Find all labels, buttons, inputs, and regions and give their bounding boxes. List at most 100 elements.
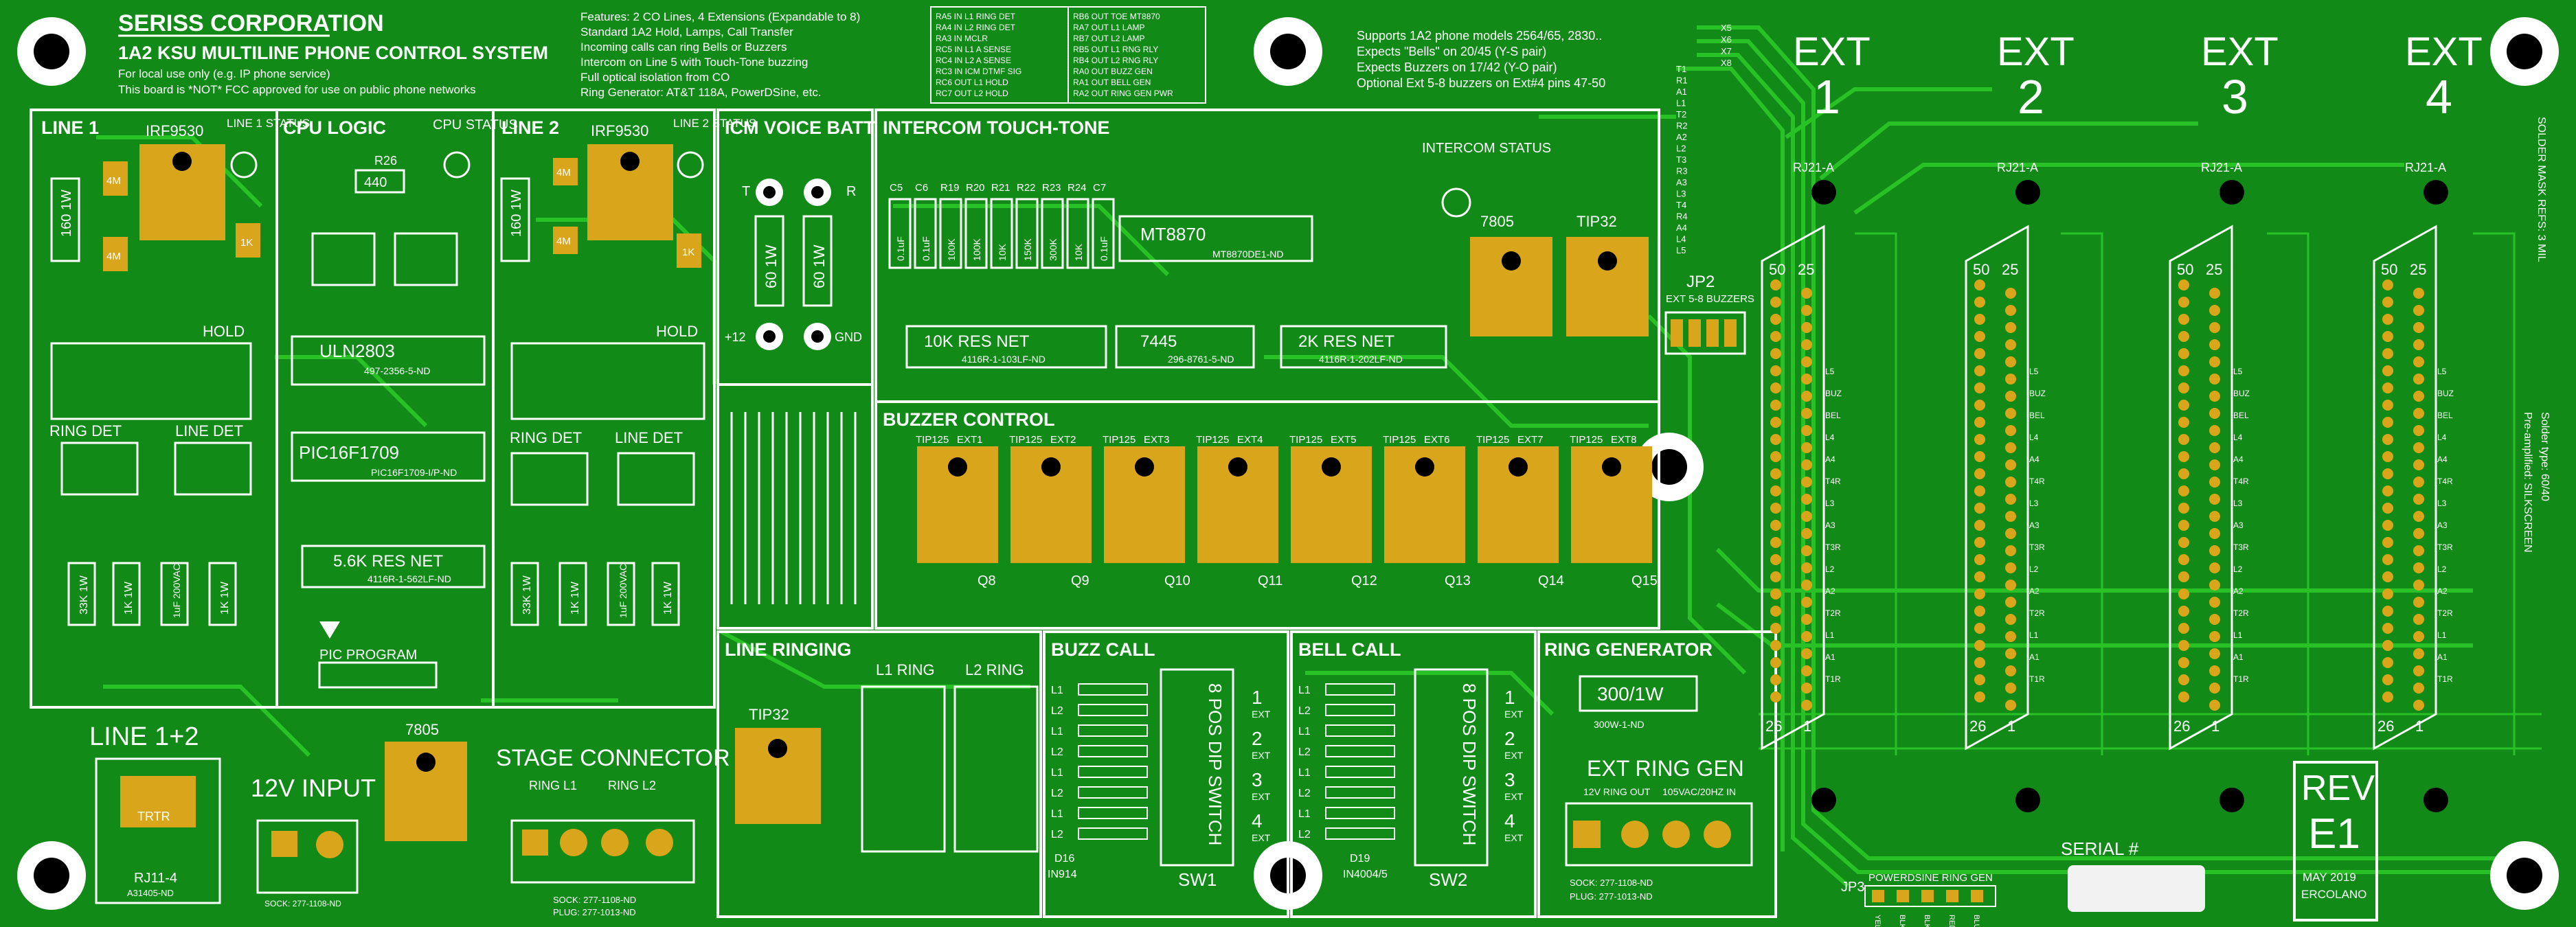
intercom-part bbox=[1015, 198, 1039, 269]
mounting-hole-tl bbox=[17, 17, 86, 86]
rj21-signal-label: L1 bbox=[2233, 630, 2243, 640]
rj21-signal-label: L4 bbox=[2437, 433, 2447, 442]
rj21-pad bbox=[2382, 382, 2393, 393]
rj21-pad bbox=[2178, 434, 2189, 445]
intercom-part bbox=[964, 198, 988, 269]
ring-generator: 300/1W 300W-1-ND 12V RING OUT 105VAC/20H… bbox=[1565, 675, 1753, 902]
line2-status-led bbox=[677, 151, 704, 179]
board-note-2: This board is *NOT* FCC approved for use… bbox=[118, 83, 476, 96]
bell-diode-line: L1 bbox=[1298, 726, 1311, 737]
d16-label: D16 bbox=[1054, 853, 1074, 865]
rj21-signal-label: L5 bbox=[2029, 367, 2039, 376]
rj21-signal-label: T1R bbox=[2233, 674, 2249, 684]
rj21-pad bbox=[2178, 554, 2189, 565]
intercom-part-value: 0.1uF bbox=[895, 236, 906, 261]
ic6-lda110 bbox=[394, 232, 458, 286]
line2-line-det: LINE DET bbox=[615, 429, 683, 446]
rj21-pad bbox=[2005, 528, 2016, 539]
rj21-pad bbox=[1974, 623, 1985, 634]
t-pin-label: A3 bbox=[1676, 177, 1687, 187]
rj21-pad bbox=[1801, 339, 1812, 350]
rj21-signal-label: L3 bbox=[2029, 499, 2039, 508]
rj21-signal-label: T2R bbox=[1825, 608, 1841, 618]
ic9-mt8870 bbox=[1118, 215, 1313, 262]
rj21-pad bbox=[1770, 657, 1781, 668]
rj21-pad bbox=[1770, 314, 1781, 325]
feature-2: Standard 1A2 Hold, Lamps, Call Transfer bbox=[580, 25, 793, 38]
rj21-label: RJ21-A bbox=[2201, 161, 2242, 174]
bell-diode-line: L2 bbox=[1298, 705, 1311, 717]
buzz-ext-label: EXT bbox=[1252, 791, 1271, 802]
bell-diode bbox=[1325, 724, 1395, 737]
rj21-signal-label: T1R bbox=[2029, 674, 2045, 684]
line2-circuit: 160 1W 4M 4M 1K IRF9530 LINE 2 STATUS HO… bbox=[500, 117, 756, 626]
uln-label: ULN2803 bbox=[319, 341, 395, 361]
rj21-pad bbox=[2209, 597, 2220, 608]
intercom-part-value: 150K bbox=[1022, 238, 1033, 261]
t-pin-label: T4 bbox=[1676, 200, 1686, 210]
rj21-outline bbox=[1965, 225, 2029, 751]
rj21-pin-26: 26 bbox=[2377, 718, 2394, 735]
rj21-pin-25: 25 bbox=[2002, 261, 2018, 278]
rj21-pad bbox=[1974, 382, 1985, 393]
rj21-signal-label: A3 bbox=[2029, 520, 2040, 530]
r25-partnum: 300W-1-ND bbox=[1594, 719, 1645, 730]
x-pin-label: X7 bbox=[1721, 46, 1732, 56]
vreg-7805-label: 7805 bbox=[1480, 213, 1514, 230]
rj21-pad bbox=[1974, 691, 1985, 702]
intercom-circuit: C50.1uFC60.1uFR19100KR20100KR2110KR22150… bbox=[888, 141, 1649, 369]
ext-ring-gen-terminal bbox=[1565, 802, 1753, 867]
rj21-pad bbox=[1974, 674, 1985, 685]
rj21-pad bbox=[1974, 503, 1985, 514]
rj21-pad bbox=[2178, 382, 2189, 393]
rj21-pad bbox=[1770, 382, 1781, 393]
rj21-pad bbox=[2413, 339, 2424, 350]
buzzer-q-label: Q9 bbox=[1071, 573, 1089, 588]
line2-ring-det: RING DET bbox=[510, 429, 582, 446]
ext-mount-hole bbox=[2015, 788, 2040, 812]
rj21-pad bbox=[2413, 700, 2424, 711]
pin-table-left-row: RA5 IN L1 RING DET bbox=[936, 12, 1016, 21]
rj21-pad bbox=[2209, 459, 2220, 470]
pic-program-label: PIC PROGRAM bbox=[319, 648, 417, 663]
rj21-outline bbox=[1761, 225, 1825, 751]
buzzer-ext-label: EXT3 bbox=[1144, 434, 1170, 446]
rj21-signal-label: T1R bbox=[2437, 674, 2453, 684]
ext-number: 4 bbox=[2426, 70, 2452, 124]
rj21-pad bbox=[1770, 365, 1781, 376]
rj21-pad bbox=[1974, 297, 1985, 308]
jp3-pin bbox=[1897, 890, 1909, 902]
rj21-pad bbox=[2209, 425, 2220, 436]
side-note-1: SOLDER MASK REFS: 3 MIL bbox=[2535, 117, 2547, 262]
pin-table-right-row: RA7 OUT L1 LAMP bbox=[1073, 23, 1144, 32]
bell-diode bbox=[1325, 827, 1395, 840]
stage-plug: PLUG: 277-1013-ND bbox=[553, 907, 636, 917]
r9-value: 4M bbox=[556, 167, 571, 179]
buzzer-ext-label: EXT4 bbox=[1237, 434, 1263, 446]
buzzer-transistor-hole bbox=[1509, 457, 1528, 477]
rj21-pad bbox=[1801, 442, 1812, 453]
bell-diode-line: L2 bbox=[1298, 829, 1311, 840]
rj21-pad bbox=[2178, 331, 2189, 342]
buzzer-tip125-label: TIP125 bbox=[1476, 434, 1509, 446]
t-pin-label: T3 bbox=[1676, 154, 1686, 165]
rj21-pad bbox=[2413, 597, 2424, 608]
rj21-pad bbox=[1770, 331, 1781, 342]
rj21-pad bbox=[2209, 648, 2220, 659]
buzzer-transistor-hole bbox=[1041, 457, 1061, 477]
rj21-signal-label: L4 bbox=[2029, 433, 2039, 442]
ic5-lda110 bbox=[311, 232, 376, 286]
section-title-line1: LINE 1 bbox=[41, 117, 99, 138]
rn2-resnet bbox=[905, 325, 1107, 369]
rj21-pad bbox=[2005, 459, 2016, 470]
rn1-label: 5.6K RES NET bbox=[333, 552, 443, 571]
rj21-signal-label: L4 bbox=[1825, 433, 1835, 442]
rj21-pad bbox=[1974, 554, 1985, 565]
rj21-pad bbox=[2413, 631, 2424, 642]
rj21-pad bbox=[2413, 288, 2424, 299]
jp3-pin-label: YEL bbox=[1873, 915, 1882, 927]
rj21-pad bbox=[1974, 640, 1985, 651]
section-title-buzzer: BUZZER CONTROL bbox=[883, 409, 1054, 430]
